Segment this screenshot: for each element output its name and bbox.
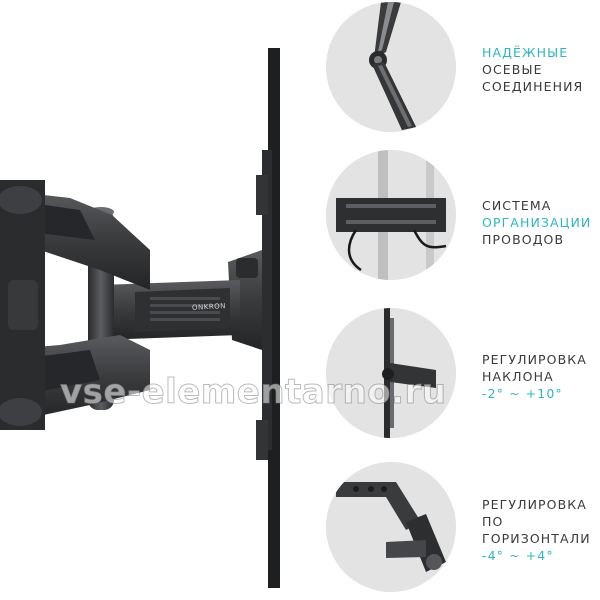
watermark: vse-elementarno.ru — [60, 372, 447, 413]
caption-line: горизонтали — [482, 531, 591, 546]
detail-swivel-image — [326, 462, 456, 592]
caption-line: система — [482, 198, 552, 213]
caption-line: регулировка — [482, 497, 587, 512]
caption-line: наклона — [482, 369, 554, 384]
caption-line: -2° ~ +10° — [482, 386, 563, 401]
caption-line: надёжные — [482, 45, 569, 60]
caption-line: -4° ~ +4° — [482, 548, 554, 563]
detail-tilt-image — [326, 308, 456, 438]
feature-caption-cables: система организации проводов — [482, 197, 600, 248]
feature-caption-joints: надёжные осевые соединения — [482, 44, 600, 95]
detail-joint-image — [326, 2, 456, 132]
caption-line: по — [482, 514, 504, 529]
caption-line: организации — [482, 215, 592, 230]
tv-wall-mount-image — [0, 48, 280, 588]
caption-line: регулировка — [482, 352, 587, 367]
caption-line: соединения — [482, 79, 584, 94]
feature-caption-swivel: регулировка по горизонтали -4° ~ +4° — [482, 496, 600, 564]
detail-cable-image — [326, 150, 456, 280]
caption-line: проводов — [482, 232, 565, 247]
caption-line: осевые — [482, 62, 543, 77]
feature-caption-tilt: регулировка наклона -2° ~ +10° — [482, 351, 600, 402]
